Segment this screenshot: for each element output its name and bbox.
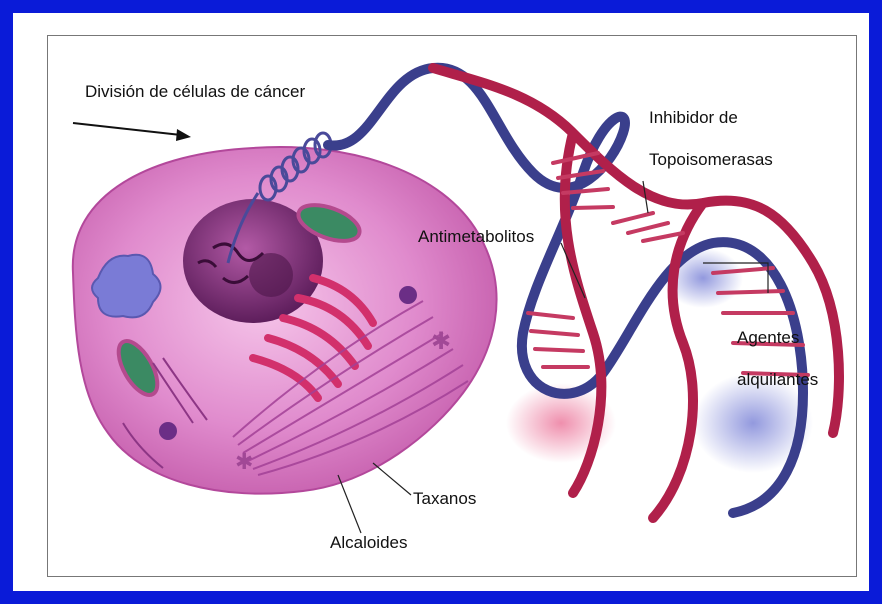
- label-division: División de células de cáncer: [85, 83, 305, 100]
- division-arrow: [73, 123, 191, 141]
- figure-frame: ✱ ✱: [13, 13, 869, 591]
- vesicle: [399, 286, 417, 304]
- centriole-icon: ✱: [235, 450, 253, 475]
- label-inhibidor-line1: Inhibidor de: [649, 109, 738, 126]
- label-alcaloides: Alcaloides: [330, 534, 408, 551]
- label-agentes-line2: alquilantes: [737, 371, 818, 388]
- arrowhead-icon: [176, 129, 191, 141]
- alcaloides-leader: [338, 475, 361, 533]
- label-agentes-line1: Agentes: [737, 329, 799, 346]
- label-inhibidor-line2: Topoisomerasas: [649, 151, 773, 168]
- label-taxanos: Taxanos: [413, 490, 476, 507]
- taxanos-leader: [373, 463, 411, 495]
- cell: ✱ ✱: [73, 147, 497, 494]
- vesicle: [159, 422, 177, 440]
- centriole-icon: ✱: [431, 327, 451, 355]
- label-antimetabolitos: Antimetabolitos: [418, 228, 534, 245]
